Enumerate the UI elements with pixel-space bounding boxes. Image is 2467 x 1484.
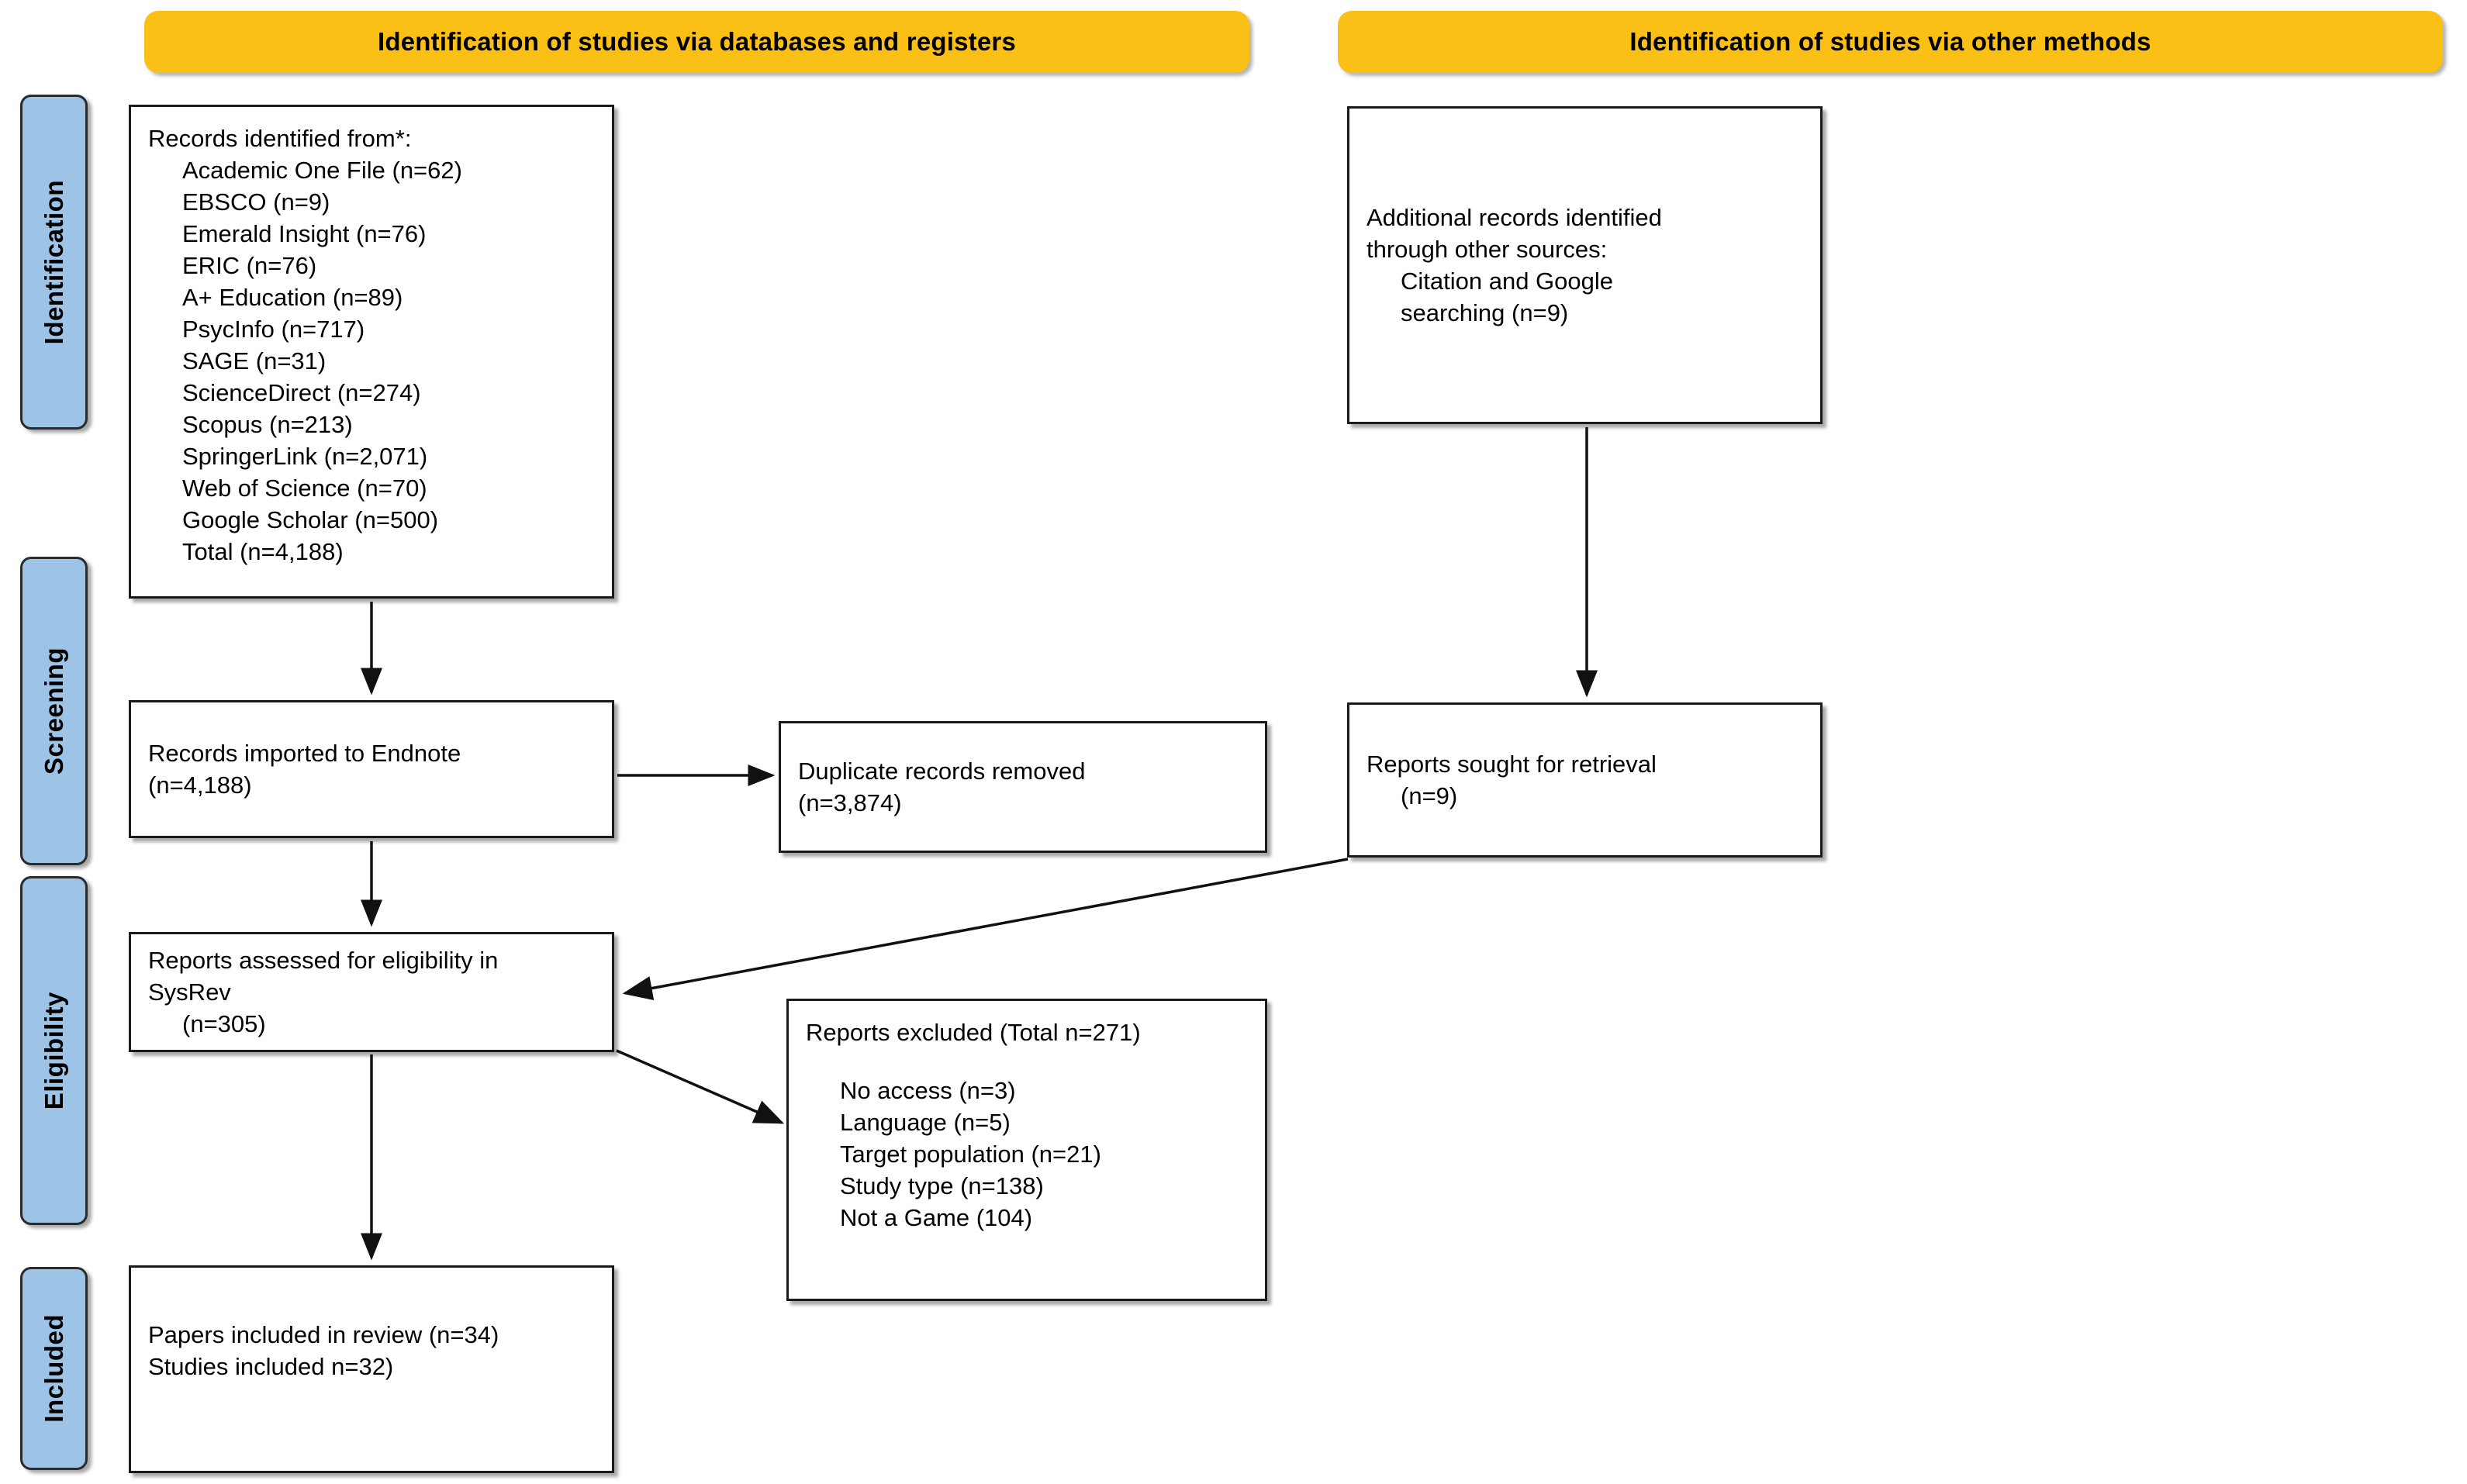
reports-assessed-line3: (n=305) <box>182 1010 266 1037</box>
banner-databases-registers-label: Identification of studies via databases … <box>378 27 1016 56</box>
records-imported-line2: (n=4,188) <box>148 771 252 799</box>
reports-excluded-reason: Target population (n=21) <box>840 1141 1101 1168</box>
reports-excluded-reason: No access (n=3) <box>840 1077 1016 1104</box>
records-identified-source: EBSCO (n=9) <box>182 188 330 216</box>
box-reports-sought-for-retrieval: Reports sought for retrieval (n=9) <box>1347 702 1823 858</box>
box-records-identified: Records identified from*: Academic One F… <box>129 105 614 599</box>
banner-databases-registers: Identification of studies via databases … <box>144 11 1249 73</box>
stage-bar-included-label: Included <box>39 1314 68 1423</box>
records-identified-heading: Records identified from*: <box>148 125 412 152</box>
records-identified-source: SAGE (n=31) <box>182 347 327 374</box>
reports-excluded-reason: Not a Game (104) <box>840 1204 1033 1231</box>
stage-bar-included: Included <box>20 1267 88 1470</box>
additional-records-line3: Citation and Google <box>1401 267 1614 295</box>
records-identified-source: Academic One File (n=62) <box>182 157 462 184</box>
box-papers-included-in-review: Papers included in review (n=34) Studies… <box>129 1265 614 1473</box>
records-identified-source: Scopus (n=213) <box>182 411 353 438</box>
box-additional-records: Additional records identified through ot… <box>1347 106 1823 424</box>
reports-excluded-reason: Language (n=5) <box>840 1109 1011 1136</box>
box-duplicate-records-removed: Duplicate records removed (n=3,874) <box>779 721 1267 853</box>
reports-excluded-reason: Study type (n=138) <box>840 1172 1044 1199</box>
papers-included-line1: Papers included in review (n=34) <box>148 1321 499 1348</box>
stage-bar-screening-label: Screening <box>39 647 68 775</box>
duplicates-removed-line2: (n=3,874) <box>798 789 902 816</box>
reports-excluded-heading: Reports excluded (Total n=271) <box>806 1019 1141 1046</box>
stage-bar-screening: Screening <box>20 557 88 865</box>
box-reports-excluded: Reports excluded (Total n=271) No access… <box>786 999 1267 1301</box>
records-identified-source: ScienceDirect (n=274) <box>182 379 421 406</box>
records-identified-source: Google Scholar (n=500) <box>182 506 439 533</box>
additional-records-line1: Additional records identified <box>1367 204 1662 231</box>
records-identified-source: Web of Science (n=70) <box>182 475 427 502</box>
records-identified-source: Emerald Insight (n=76) <box>182 220 427 247</box>
records-imported-line1: Records imported to Endnote <box>148 740 461 767</box>
records-identified-source: PsycInfo (n=717) <box>182 316 365 343</box>
records-identified-source: A+ Education (n=89) <box>182 284 403 311</box>
reports-excluded-spacer <box>806 1048 1248 1075</box>
papers-included-line2: Studies included n=32) <box>148 1353 394 1380</box>
stage-bar-identification: Identification <box>20 95 88 430</box>
banner-other-methods: Identification of studies via other meth… <box>1338 11 2443 73</box>
additional-records-line4: searching (n=9) <box>1401 299 1569 326</box>
reports-sought-line2: (n=9) <box>1401 782 1458 809</box>
additional-records-line2: through other sources: <box>1367 236 1608 263</box>
records-identified-source: SpringerLink (n=2,071) <box>182 443 428 470</box>
reports-sought-line1: Reports sought for retrieval <box>1367 751 1657 778</box>
box-records-imported-endnote: Records imported to Endnote (n=4,188) <box>129 700 614 838</box>
arrow-assessed-to-excluded <box>616 1049 785 1124</box>
duplicates-removed-line1: Duplicate records removed <box>798 758 1086 785</box>
stage-bar-identification-label: Identification <box>39 179 68 345</box>
stage-bar-eligibility: Eligibility <box>20 876 88 1225</box>
reports-assessed-line1: Reports assessed for eligibility in <box>148 947 499 974</box>
box-reports-assessed-for-eligibility: Reports assessed for eligibility in SysR… <box>129 932 614 1052</box>
banner-other-methods-label: Identification of studies via other meth… <box>1629 27 2151 56</box>
arrow-sought-to-assessed <box>622 858 1349 1001</box>
records-identified-total: Total (n=4,188) <box>182 538 344 565</box>
records-identified-source: ERIC (n=76) <box>182 252 317 279</box>
stage-bar-eligibility-label: Eligibility <box>39 991 68 1110</box>
reports-assessed-line2: SysRev <box>148 978 231 1006</box>
